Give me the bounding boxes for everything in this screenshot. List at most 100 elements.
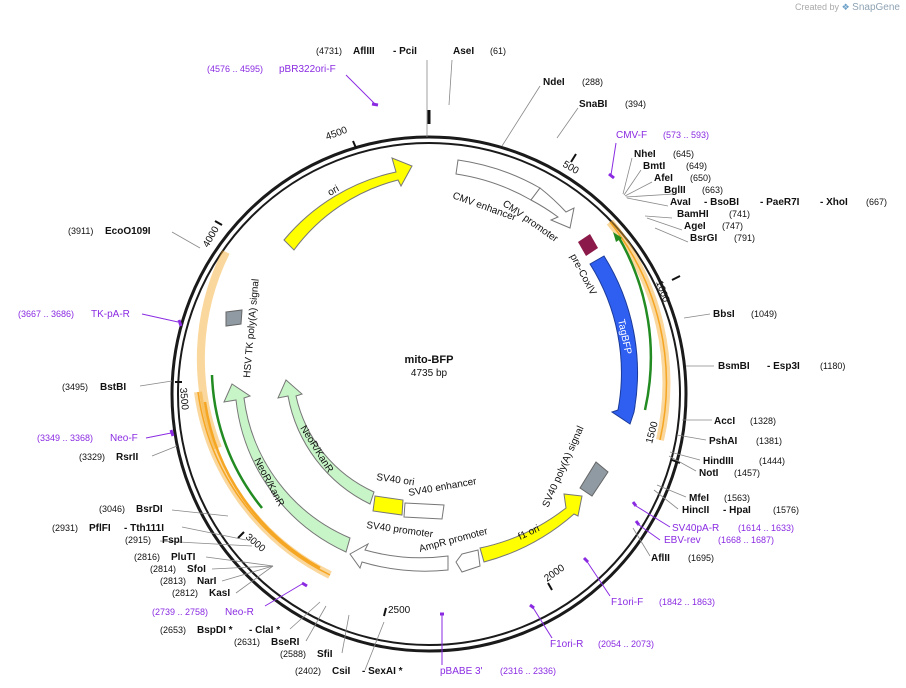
site-pos-bmtI: (649) — [686, 161, 707, 171]
site-bglII: BglII — [664, 185, 686, 196]
site-pflfI: PflFI — [89, 523, 111, 534]
sv40-polya-feature — [579, 461, 609, 497]
site-accI: AccI — [714, 416, 735, 427]
site-bamhI: BamHI — [677, 209, 709, 220]
site-hincII: HincII — [682, 505, 709, 516]
site-pos-mfeI: (1563) — [724, 493, 750, 503]
snapgene-credit: Created by ❖ SnapGene — [795, 2, 900, 13]
site-pos-bsrgI: (791) — [734, 233, 755, 243]
site-bsobI: - BsoBI — [704, 197, 739, 208]
tick-label-2500: 2500 — [388, 605, 411, 616]
orange-primer-left — [203, 401, 321, 570]
site-pos-aseI: (61) — [490, 46, 506, 56]
sv40-enhancer-label: SV40 enhancer — [408, 476, 478, 499]
site-claI: - ClaI * — [249, 625, 280, 636]
primer-f1ori-r: F1ori-R — [550, 639, 583, 650]
site-mfeI: MfeI — [689, 493, 709, 504]
site-aflII: AflII — [651, 553, 670, 564]
credit-prefix: Created by — [795, 2, 840, 12]
site-pshaI: PshAI — [709, 436, 738, 447]
site-pos-rsrII: (3329) — [79, 452, 105, 462]
site-sexaI: - SexAI * — [362, 666, 403, 677]
ampr-promoter-feature — [455, 549, 481, 573]
site-bstbI: BstBI — [100, 382, 126, 393]
site-hpaI: - HpaI — [723, 505, 751, 516]
site-afeI: AfeI — [654, 173, 673, 184]
site-bseRI: BseRI — [271, 637, 300, 648]
neor-inner-feature — [277, 379, 375, 505]
tick-label-2000: 2000 — [542, 562, 567, 584]
tick-label-3500: 3500 — [177, 387, 190, 411]
site-hindIII: HindIII — [703, 456, 734, 467]
site-pos-sfiI: (2588) — [280, 649, 306, 659]
site-pos-csiI: (2402) — [295, 666, 321, 676]
primer-range-cmv-f: (573 .. 593) — [663, 130, 709, 140]
green-primer-right-head — [613, 232, 622, 242]
site-pos-aflIII: (4731) — [316, 46, 342, 56]
site-pos-pshaI: (1381) — [756, 436, 782, 446]
site-plutI: PluTI — [171, 552, 196, 563]
primer-range-f1ori-f: (1842 .. 1863) — [659, 597, 715, 607]
ori-label: ori — [326, 184, 341, 199]
sv40-enhancer-feature — [403, 502, 445, 520]
site-ecoo109I: EcoO109I — [105, 226, 151, 237]
site-aseI: AseI — [453, 46, 474, 57]
site-pos-bsmbI: (1180) — [820, 361, 845, 371]
primer-f1ori-f: F1ori-F — [611, 597, 643, 608]
primer-pbr322ori-f: pBR322ori-F — [279, 64, 336, 75]
site-fspI: FspI — [162, 535, 183, 546]
tick-label-3000: 3000 — [243, 532, 267, 555]
primer-neo-r: Neo-R — [225, 607, 254, 618]
site-bmtI: BmtI — [643, 161, 665, 172]
tick-marks — [175, 140, 681, 617]
site-pos-ecoo109I: (3911) — [68, 226, 93, 236]
orange-band-right-edge — [609, 221, 668, 441]
site-pos-ndeI: (288) — [582, 77, 603, 87]
primer-range-pbr322ori-f: (4576 .. 4595) — [207, 64, 263, 74]
site-pos-avaI: (667) — [866, 197, 887, 207]
site-kasI: KasI — [209, 588, 230, 599]
site-bsmbI: BsmBI — [718, 361, 750, 372]
site-pos-hincII: (1576) — [773, 505, 799, 515]
site-pos-pflfI: (2931) — [52, 523, 78, 533]
plasmid-name: mito-BFP — [405, 354, 454, 366]
site-snabI: SnaBI — [579, 99, 608, 110]
primer-cmv-f: CMV-F — [616, 130, 647, 141]
site-pos-narI: (2813) — [160, 576, 186, 586]
primer-range-neo-r: (2739 .. 2758) — [152, 607, 208, 617]
primer-labels: (4576 .. 4595) pBR322ori-F CMV-F (573 ..… — [18, 64, 794, 677]
site-pos-ageI: (747) — [722, 221, 743, 231]
tick-label-4500: 4500 — [324, 125, 349, 143]
primer-range-tk-pa-r: (3667 .. 3686) — [18, 309, 74, 319]
site-pos-snabI: (394) — [625, 99, 646, 109]
hsv-tk-polya-feature — [225, 309, 243, 327]
site-pos-bsrdI: (3046) — [99, 504, 125, 514]
site-pos-bamhI: (741) — [729, 209, 750, 219]
orange-band-lower-left-edge — [197, 391, 331, 576]
site-bbsI: BbsI — [713, 309, 735, 320]
sv40-promoter-feature — [349, 542, 449, 572]
site-ndeI: NdeI — [543, 77, 565, 88]
primer-range-ebv-rev: (1668 .. 1687) — [718, 535, 774, 545]
site-avaI: AvaI — [670, 197, 691, 208]
backbone-inner — [177, 142, 681, 646]
primer-range-f1ori-r: (2054 .. 2073) — [598, 639, 654, 649]
site-csiI: CsiI — [332, 666, 351, 677]
site-bspdI: BspDI * — [197, 625, 233, 636]
site-rsrII: RsrII — [116, 452, 138, 463]
site-paer7I: - PaeR7I — [760, 197, 800, 208]
site-aflIII: AflIII — [353, 46, 375, 57]
site-pos-nheI: (645) — [673, 149, 694, 159]
cmv-promoter-feature — [530, 187, 575, 229]
site-pos-afeI: (650) — [690, 173, 711, 183]
site-tth111I: - Tth111I — [124, 523, 164, 534]
plasmid-length: 4735 bp — [411, 368, 448, 379]
site-xhoI: - XhoI — [820, 197, 848, 208]
backbone-outer — [170, 135, 688, 653]
pre-coxiv-feature — [578, 234, 598, 256]
sv40-promoter-label: SV40 promoter — [366, 520, 435, 540]
primer-neo-f: Neo-F — [110, 433, 138, 444]
site-pos-fspI: (2915) — [125, 535, 151, 545]
site-pos-bspdI: (2653) — [160, 625, 186, 635]
